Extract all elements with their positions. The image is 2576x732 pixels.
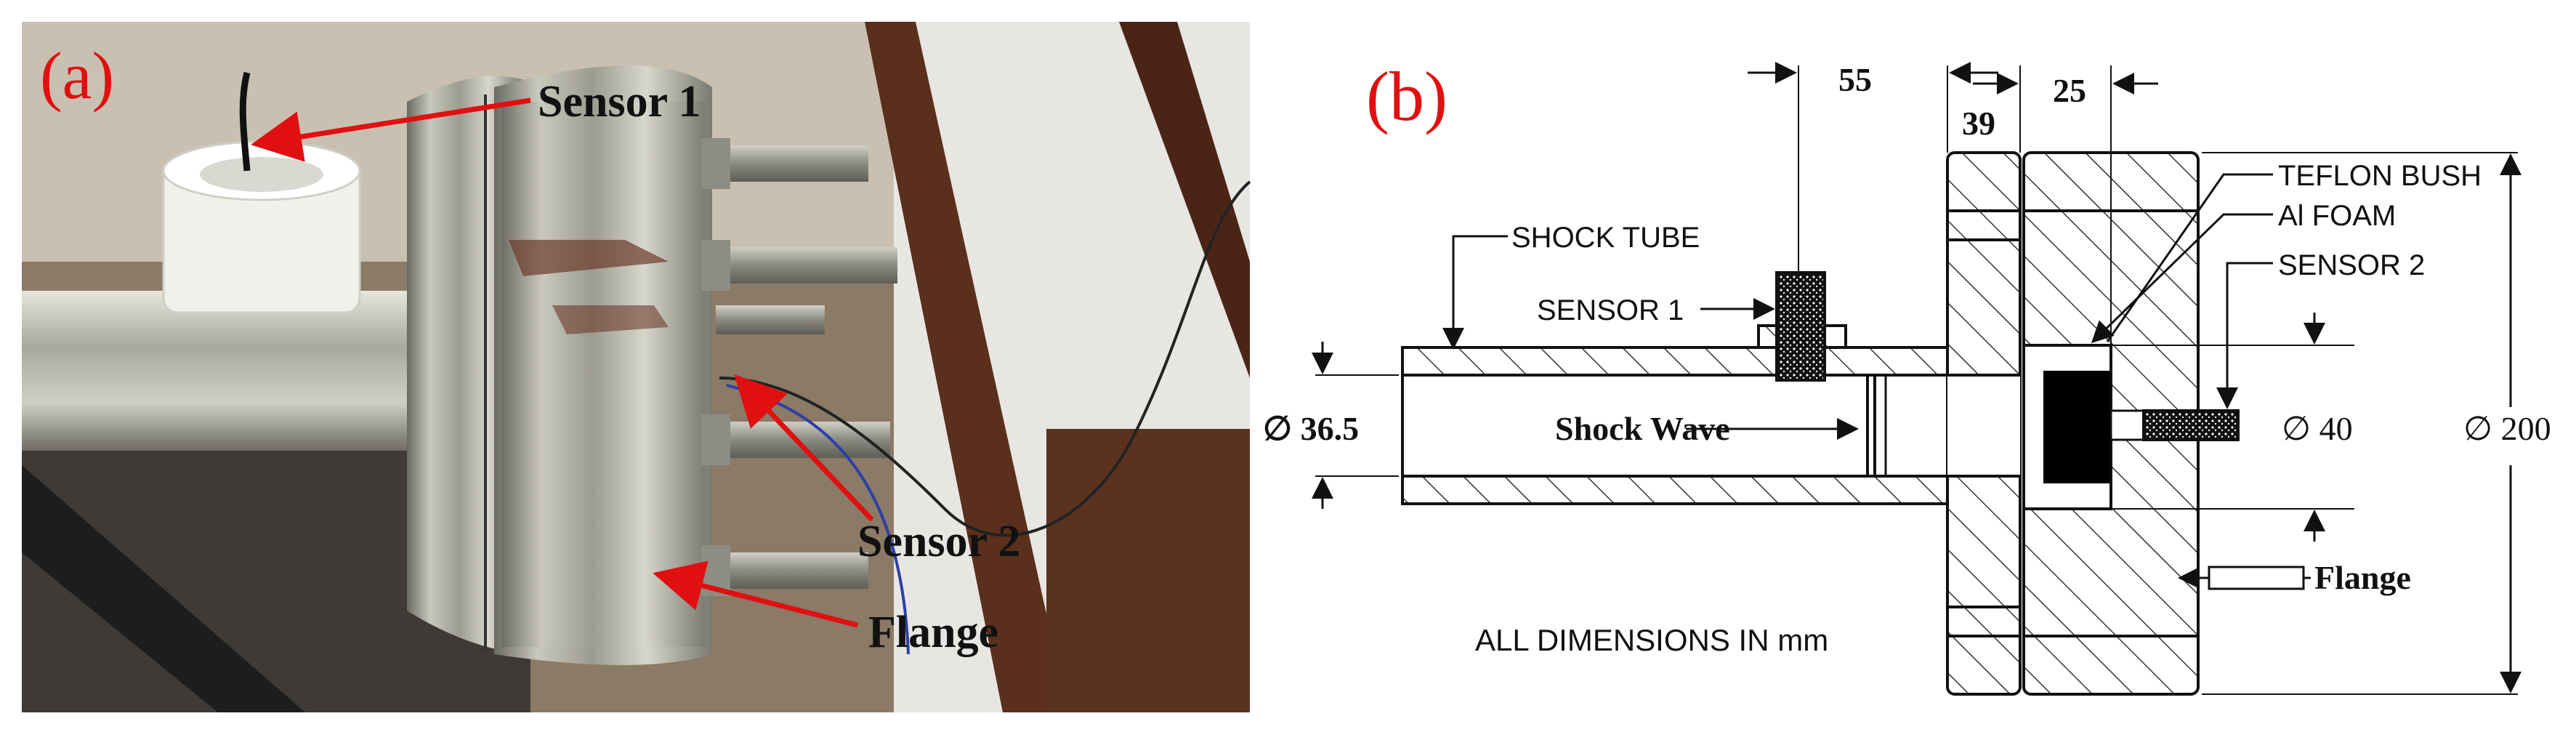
- photo-wood-panel: [1046, 429, 1250, 712]
- al-foam-label: Al FOAM: [2278, 200, 2396, 232]
- dim-tube-diameter: ∅ 36.5: [1263, 410, 1359, 447]
- sensor2-callout: Sensor 2: [857, 517, 1021, 566]
- photo-cable-1: [719, 180, 1251, 537]
- shock-tube-label: SHOCK TUBE: [1511, 222, 1700, 254]
- photo-stand-leg: [22, 465, 305, 712]
- panel-b-label: (b): [1366, 57, 1448, 135]
- flange-left-plate: [1946, 151, 2022, 696]
- sensor2-label: SENSOR 2: [2278, 249, 2425, 281]
- top-dimensions: 55 39 25: [1748, 61, 2158, 345]
- sensor2-callout-arrow: [734, 374, 874, 522]
- dim-25: 25: [2053, 72, 2086, 109]
- sensor2-leader: [2216, 262, 2273, 409]
- al-foam-block: [2043, 371, 2110, 483]
- teflon-bush-label: TEFLON BUSH: [2278, 160, 2482, 192]
- sensor2-element: [2142, 409, 2240, 441]
- flange-callout-arrow: [653, 560, 858, 628]
- panel-a-photo: Sensor 1 Sensor 2 Flange (a): [22, 22, 1251, 712]
- sensor1-label: SENSOR 1: [1537, 294, 1684, 326]
- teflon-bush-leader: [2106, 173, 2273, 342]
- dim-39: 39: [1962, 105, 1995, 142]
- photo-flange: [407, 65, 712, 665]
- photo-wood-frame: [865, 22, 1068, 712]
- flange-leader-arrow-body: [2208, 566, 2305, 590]
- shock-tube-leader: [1442, 235, 1508, 350]
- photo-bolts: [701, 138, 897, 596]
- panel-a-callouts: Sensor 1 Sensor 2 Flange: [251, 77, 1021, 657]
- shock-tube-bottom-wall: [1401, 475, 1949, 505]
- photo-sensor1-holder: [162, 71, 361, 314]
- dim-55: 55: [1838, 61, 1872, 98]
- sensor1-callout: Sensor 1: [538, 77, 701, 126]
- flange-diameter-dimension: ∅ 200: [2202, 152, 2551, 695]
- flange-label: Flange: [2314, 559, 2411, 596]
- all-dimensions-note: ALL DIMENSIONS IN mm: [1475, 623, 1828, 657]
- panel-b-drawing: (b): [1263, 57, 2551, 696]
- photo-wood-frame-2: [1119, 22, 1250, 378]
- sensor1-callout-arrow: [251, 97, 531, 162]
- foam-diameter-dimension: ∅ 40: [2111, 313, 2354, 542]
- flange-callout: Flange: [868, 608, 998, 657]
- al-foam-leader: [2091, 213, 2273, 344]
- shock-wave-label: Shock Wave: [1555, 410, 1730, 447]
- tube-diameter-dimension: ∅ 36.5: [1263, 342, 1399, 509]
- flange-right-plate: [2022, 151, 2240, 696]
- dim-foam-diameter: ∅ 40: [2282, 410, 2353, 447]
- shock-tube-top-wall: [1401, 346, 1949, 377]
- photo-shock-tube: [22, 291, 429, 451]
- sensor1-element: [1775, 271, 1826, 382]
- dim-flange-diameter: ∅ 200: [2463, 410, 2551, 447]
- panel-a-label: (a): [40, 39, 114, 113]
